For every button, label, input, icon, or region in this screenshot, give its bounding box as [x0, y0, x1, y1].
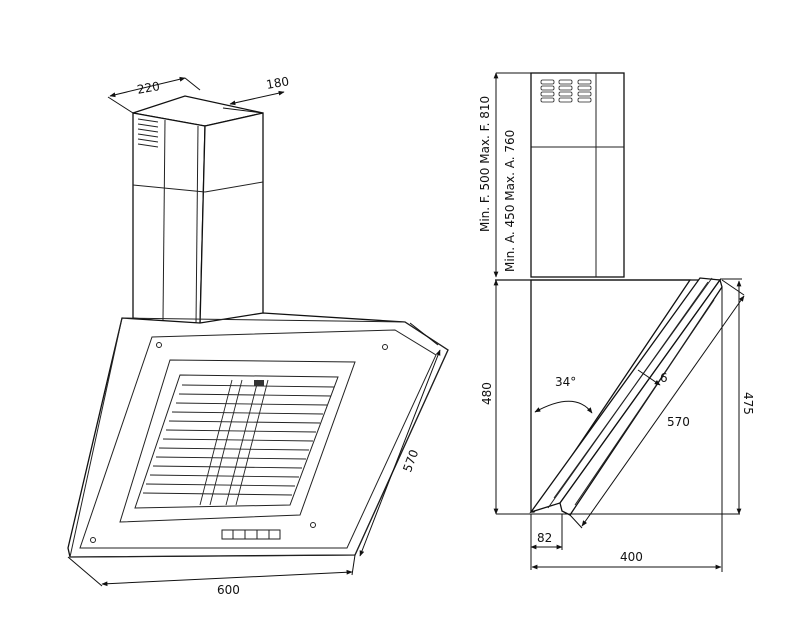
dim-label-panel-570: 570	[667, 415, 690, 429]
dim-label-180: 180	[265, 74, 290, 92]
filter-frame	[119, 359, 356, 523]
chimney-vent-icon	[137, 118, 159, 148]
dim-label-82: 82	[537, 531, 552, 545]
hood-outer-glass	[67, 312, 449, 558]
dimension-front-offset: 82	[530, 514, 563, 570]
dimension-panel-length: 570	[569, 279, 745, 529]
chimney-right-face	[199, 112, 264, 326]
label-air-range: Min. A. 450 Max. A. 760	[503, 130, 517, 272]
dim-label-570: 570	[400, 448, 421, 474]
dimension-chimney-depth: 180	[222, 74, 290, 114]
dimension-hood-width: 600	[67, 554, 356, 597]
dim-label-400: 400	[620, 550, 643, 564]
dimension-chimney-width: 220	[107, 76, 201, 114]
dim-label-220: 220	[136, 79, 161, 97]
dim-label-angle: 34°	[555, 375, 576, 389]
hood-body	[67, 312, 449, 558]
filter-handle	[254, 380, 264, 386]
side-chimney: Min. F. 500 Max. F. 810 Min. A. 450 Max.…	[478, 72, 625, 278]
perspective-view: 220 180 600 570	[67, 74, 449, 597]
side-vent-icon	[540, 79, 592, 103]
dim-label-600: 600	[217, 583, 240, 597]
dim-label-475: 475	[741, 392, 755, 415]
side-view: Min. F. 500 Max. F. 810 Min. A. 450 Max.…	[478, 72, 755, 572]
dim-label-480: 480	[480, 382, 494, 405]
screw-icon	[90, 537, 96, 543]
screw-icon	[156, 342, 162, 348]
dim-label-6: 6	[660, 371, 668, 385]
side-hood-body	[495, 277, 723, 516]
dimension-total-height: 475	[720, 278, 755, 515]
dimension-depth: 400	[531, 287, 723, 572]
screw-icon	[310, 522, 316, 528]
chimney	[132, 95, 264, 326]
grease-filter-icon	[142, 379, 335, 506]
label-flue-range: Min. F. 500 Max. F. 810	[478, 96, 492, 232]
control-panel	[221, 529, 281, 540]
